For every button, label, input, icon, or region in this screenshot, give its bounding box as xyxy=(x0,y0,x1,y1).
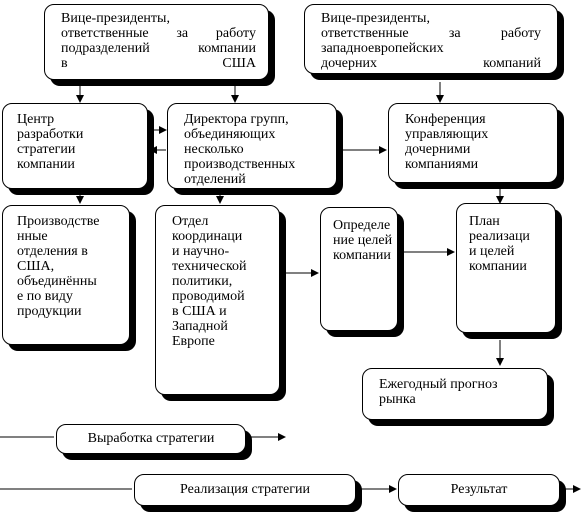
box-market-forecast: Ежегодный прогноз рынка xyxy=(362,368,548,420)
box-vp-eu-label: Вице-президенты, ответственные за работу… xyxy=(321,11,541,71)
box-strategy-center-label: Центр разработки стратегии компании xyxy=(17,112,84,172)
box-strategy-implementation-label: Реализация стратегии xyxy=(180,482,310,497)
box-goal-setting-label: Определе ние целей компании xyxy=(333,218,393,263)
box-plan-label: План реализаци и целей компании xyxy=(469,214,530,274)
box-result-label: Результат xyxy=(450,482,508,497)
box-production-units: Производстве нные отделения в США, объед… xyxy=(2,205,130,345)
box-strategy-center: Центр разработки стратегии компании xyxy=(2,103,148,189)
box-strategy-development: Выработка стратегии xyxy=(56,424,246,454)
box-conference-label: Конференция управляющих дочерними компан… xyxy=(405,112,489,172)
box-vp-eu: Вице-президенты, ответственные за работу… xyxy=(304,4,558,74)
box-group-directors: Директора групп, объединяющих несколько … xyxy=(167,103,337,189)
box-conference: Конференция управляющих дочерними компан… xyxy=(388,103,558,183)
box-coordination-dept: Отдел координаци и научно- технической п… xyxy=(155,205,280,395)
box-strategy-implementation: Реализация стратегии xyxy=(134,474,356,506)
box-result: Результат xyxy=(398,474,560,506)
box-market-forecast-label: Ежегодный прогноз рынка xyxy=(379,377,498,407)
box-coordination-dept-label: Отдел координаци и научно- технической п… xyxy=(172,214,247,349)
box-strategy-development-label: Выработка стратегии xyxy=(87,431,215,446)
box-production-units-label: Производстве нные отделения в США, объед… xyxy=(17,214,100,319)
box-plan: План реализаци и целей компании xyxy=(456,203,556,333)
box-goal-setting: Определе ние целей компании xyxy=(320,207,398,331)
box-group-directors-label: Директора групп, объединяющих несколько … xyxy=(184,112,296,187)
box-vp-usa-label: Вице-президенты, ответственные за работу… xyxy=(61,11,256,71)
box-vp-usa: Вице-президенты, ответственные за работу… xyxy=(44,4,269,80)
